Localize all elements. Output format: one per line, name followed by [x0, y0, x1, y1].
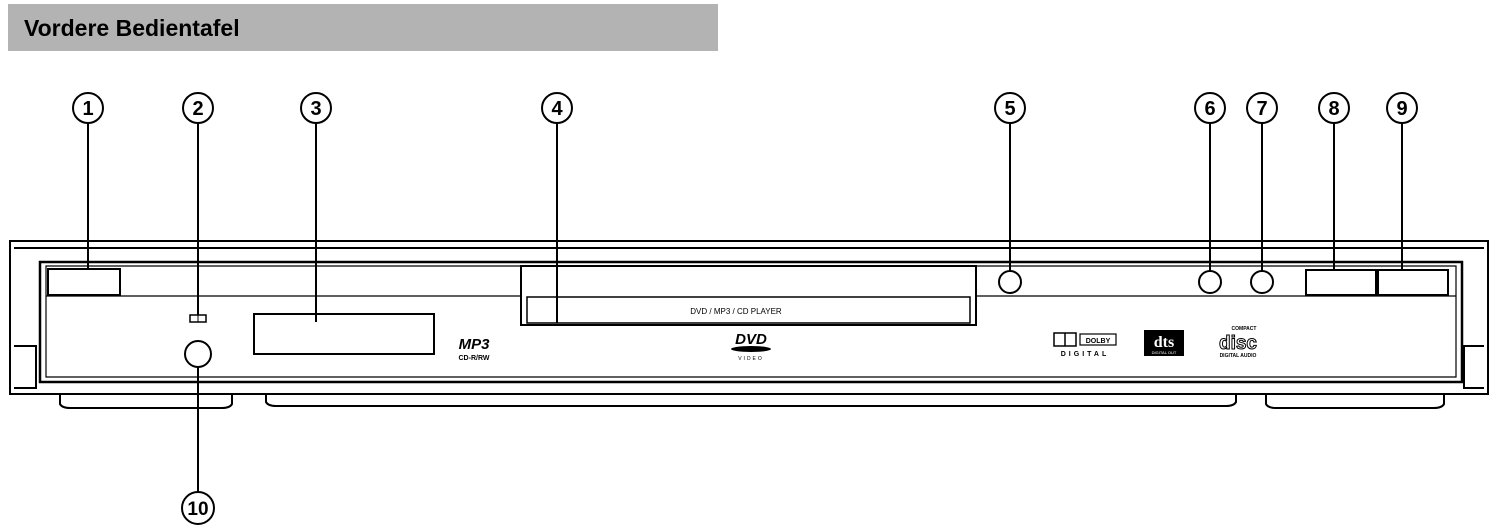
dts-sub-text: DIGITAL OUT: [1152, 350, 1177, 355]
dts-logo: dts DIGITAL OUT: [1144, 330, 1184, 356]
skip-back-button[interactable]: [1305, 269, 1377, 296]
open-close-button[interactable]: [998, 270, 1022, 294]
callout-6: 6: [1204, 98, 1215, 120]
disc-tray[interactable]: [526, 296, 971, 324]
dvd-sub: VIDEO: [738, 356, 764, 362]
callout-10: 10: [187, 499, 208, 520]
dolby-logo: DOLBY DIGITAL: [1053, 332, 1117, 358]
dolby-top-text: DOLBY: [1086, 338, 1111, 345]
foot-left: [59, 394, 233, 409]
dts-logo-text: dts: [1154, 334, 1174, 351]
compact-disc-logo: COMPACT disc DIGITAL AUDIO: [1218, 326, 1257, 359]
callout-7: 7: [1256, 98, 1267, 120]
left-bracket: [14, 345, 37, 389]
callout-1: 1: [82, 98, 93, 120]
tray-label: DVD / MP3 / CD PLAYER: [690, 307, 782, 316]
front-face: [38, 260, 1464, 384]
callout-5: 5: [1004, 98, 1015, 120]
callout-8: 8: [1328, 98, 1339, 120]
right-bracket: [1463, 345, 1484, 389]
foot-center: [265, 394, 1237, 407]
disc-tray-frame: [520, 265, 977, 326]
display-window: [253, 313, 435, 355]
cd-top-text: COMPACT: [1232, 326, 1257, 332]
callout-9: 9: [1396, 98, 1407, 120]
dvd-logo-disc: [731, 346, 771, 352]
foot-right: [1265, 394, 1445, 409]
cd-bottom-text: DIGITAL AUDIO: [1220, 353, 1257, 359]
cd-logo-text: disc: [1219, 333, 1257, 354]
power-button[interactable]: [47, 268, 121, 296]
jack-socket[interactable]: [184, 340, 212, 368]
front-face-inner: [45, 265, 1457, 378]
chassis-outline: [9, 240, 1489, 395]
mp3-logo: MP3: [459, 336, 491, 353]
section-header: Vordere Bedientafel: [8, 4, 718, 51]
dolby-bottom-text: DIGITAL: [1061, 351, 1109, 358]
dvd-logo: DVD: [735, 331, 767, 348]
mp3-sub: CD-R/RW: [459, 355, 490, 362]
section-title: Vordere Bedientafel: [24, 15, 240, 41]
callout-2: 2: [192, 98, 203, 120]
play-button[interactable]: [1198, 270, 1222, 294]
skip-forward-button[interactable]: [1377, 269, 1449, 296]
stop-button[interactable]: [1250, 270, 1274, 294]
callout-3: 3: [310, 98, 321, 120]
callout-4: 4: [551, 98, 563, 120]
